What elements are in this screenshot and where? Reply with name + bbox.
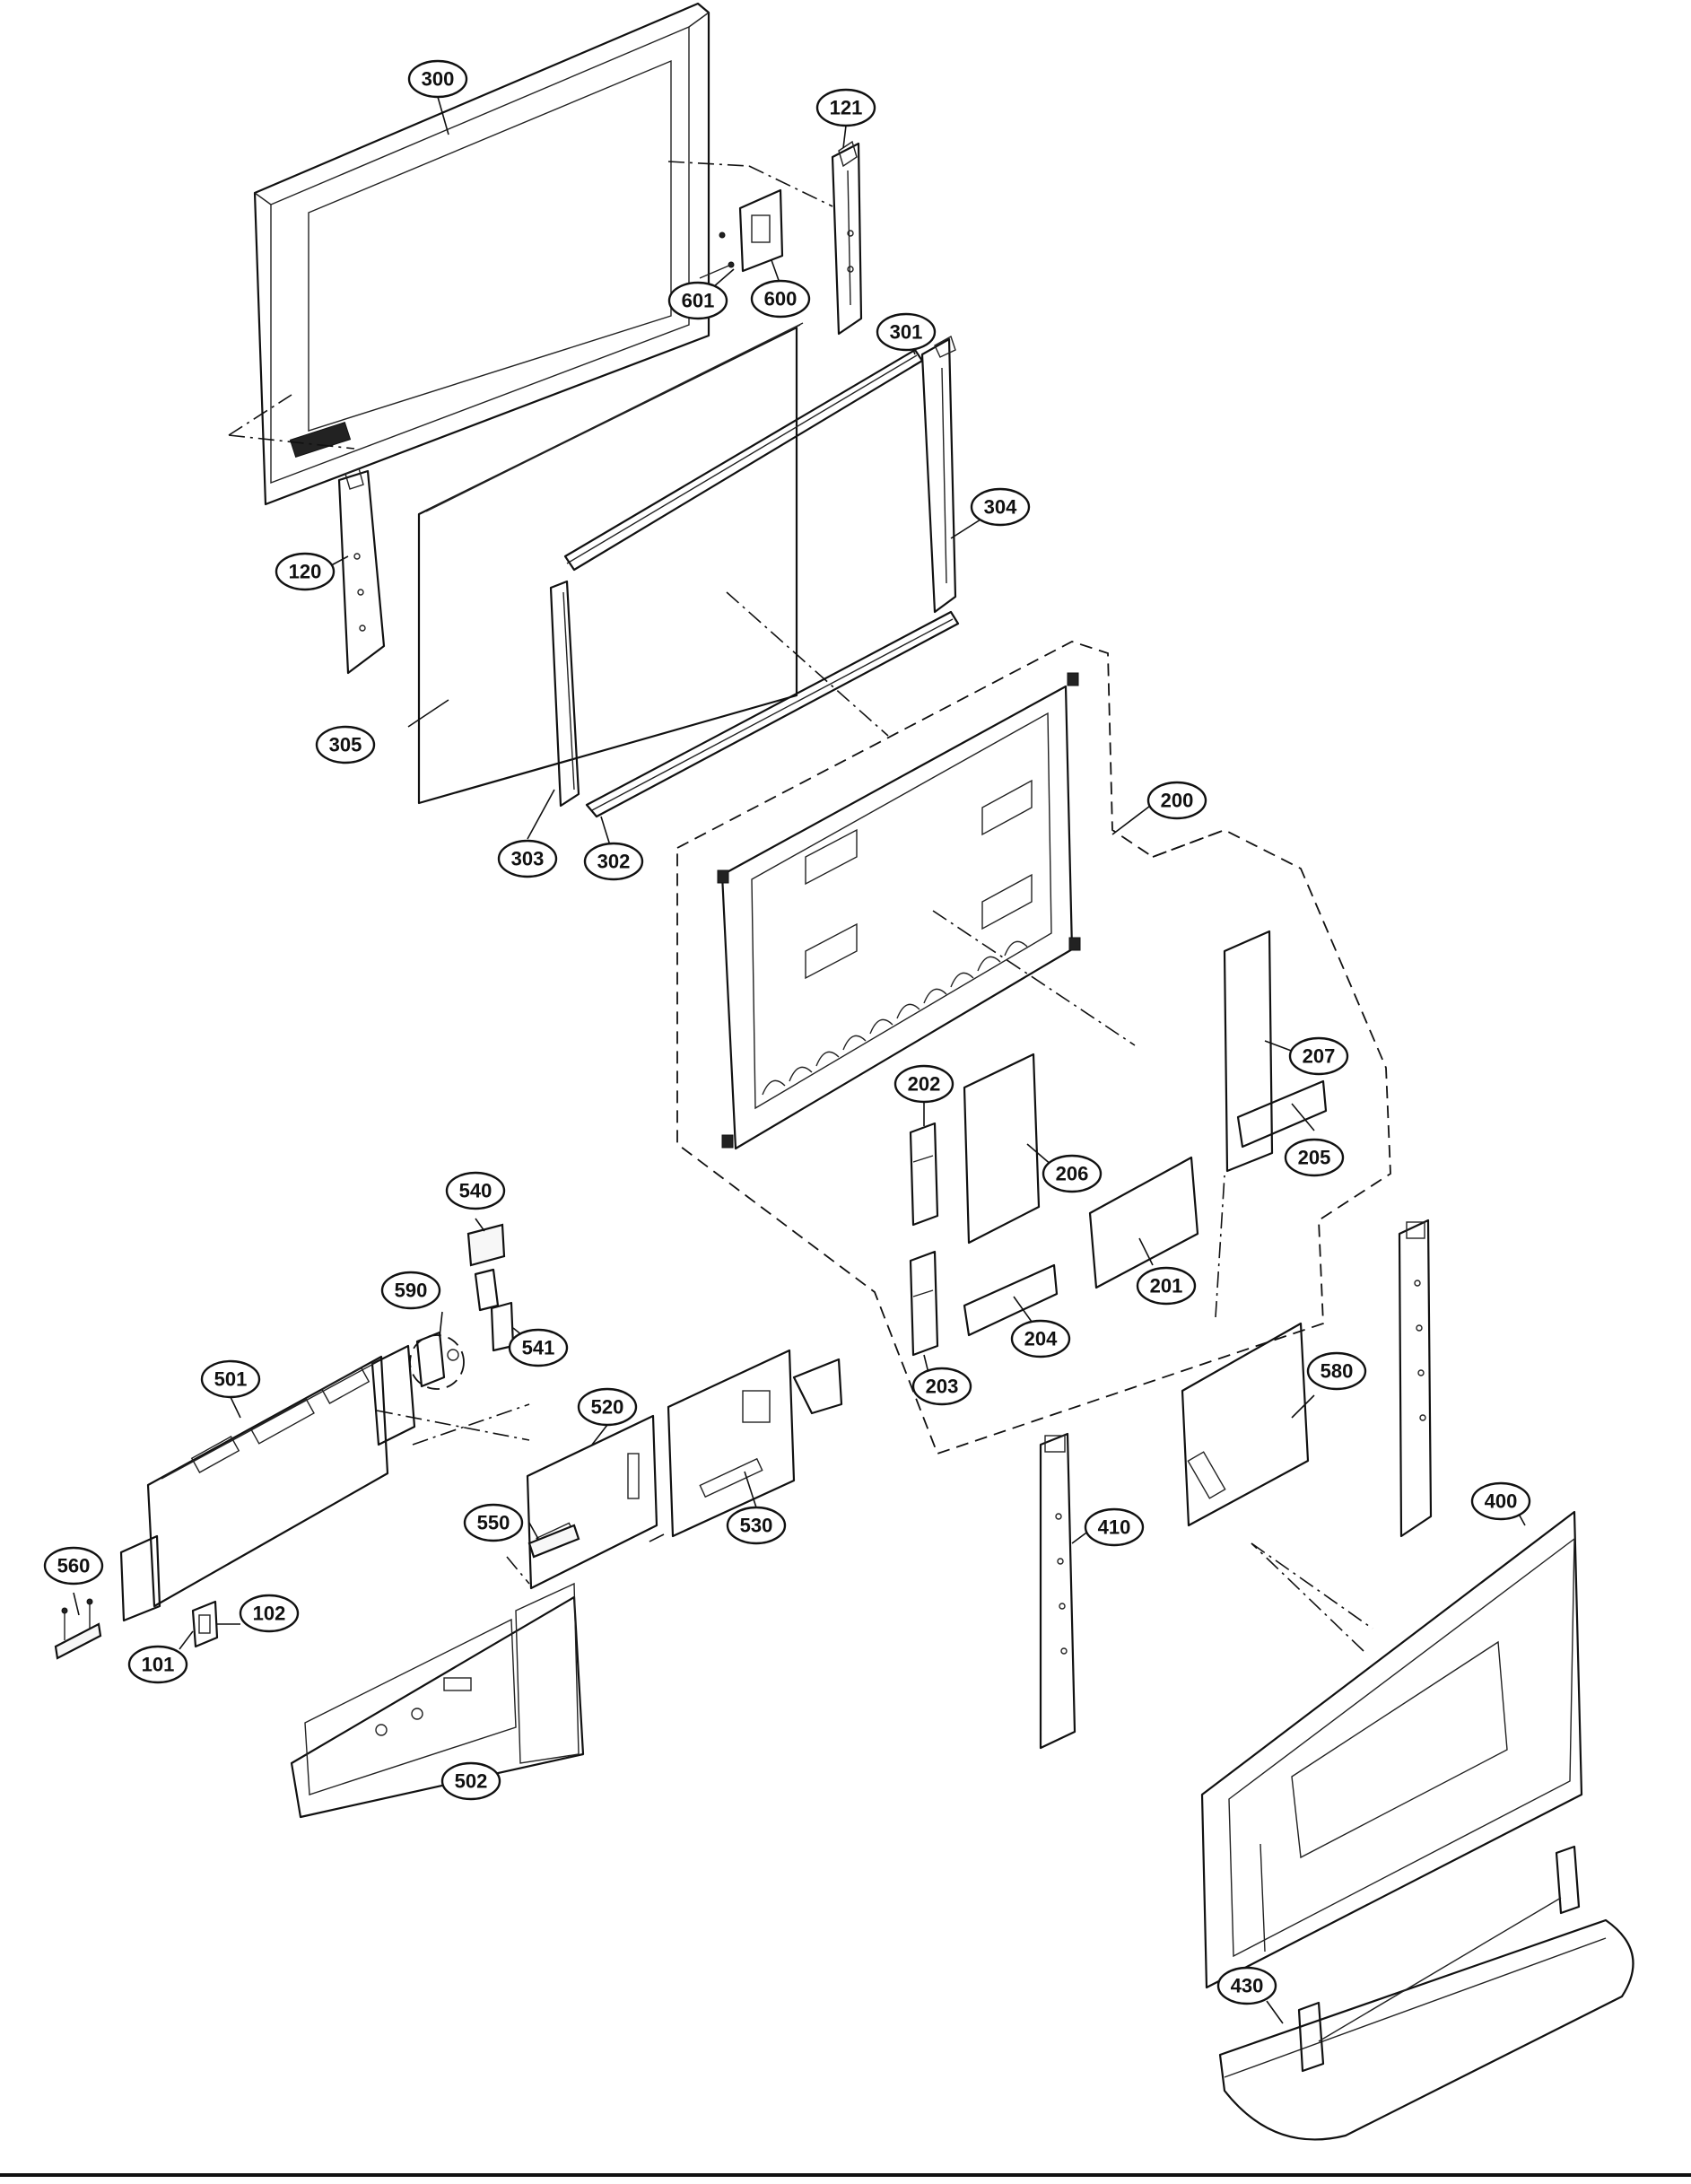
callout-304-label: 304: [984, 496, 1017, 519]
callout-120-label: 120: [289, 561, 322, 583]
part-550-part: [527, 1524, 580, 1559]
callout-601: 601: [667, 281, 728, 320]
callout-204: 204: [1010, 1319, 1071, 1358]
part-206-board: [963, 1053, 1059, 1245]
callout-502-label: 502: [455, 1770, 488, 1793]
callout-303-label: 303: [511, 848, 545, 870]
callout-560: 560: [43, 1546, 104, 1586]
callout-550: 550: [463, 1503, 524, 1542]
callout-601-label: 601: [682, 290, 715, 312]
callout-541: 541: [508, 1328, 569, 1367]
callout-540: 540: [445, 1171, 506, 1210]
part-121-right-bracket: [667, 140, 863, 336]
callout-410: 410: [1084, 1507, 1145, 1547]
callout-590-label: 590: [395, 1280, 428, 1302]
callout-550-label: 550: [477, 1512, 510, 1534]
callout-206: 206: [1042, 1154, 1103, 1193]
callout-580-label: 580: [1321, 1360, 1354, 1383]
callout-301: 301: [876, 312, 937, 352]
callout-207-label: 207: [1303, 1045, 1336, 1068]
part-400-rear-cover: [1200, 1510, 1583, 1989]
callout-120: 120: [275, 552, 336, 591]
callout-301-label: 301: [890, 321, 923, 344]
callout-580: 580: [1306, 1351, 1367, 1391]
callout-202-label: 202: [908, 1073, 941, 1096]
callout-430-label: 430: [1231, 1975, 1264, 1997]
part-101-102-parts: [191, 1600, 240, 1648]
part-120-left-bracket: [337, 467, 386, 675]
callout-201: 201: [1136, 1266, 1197, 1306]
part-501-main-board: [119, 1344, 530, 1622]
callout-305-label: 305: [329, 734, 362, 756]
part-530-board: [645, 1349, 843, 1544]
callout-560-label: 560: [57, 1555, 91, 1577]
callout-304: 304: [970, 487, 1031, 527]
callout-205: 205: [1284, 1138, 1345, 1177]
part-305-glass-panel: [407, 322, 804, 805]
callout-400-label: 400: [1485, 1490, 1518, 1513]
callout-206-label: 206: [1056, 1163, 1089, 1185]
callout-590: 590: [380, 1271, 441, 1310]
callout-300-label: 300: [422, 68, 455, 91]
callout-530-label: 530: [740, 1515, 773, 1537]
callout-102: 102: [239, 1594, 300, 1633]
callout-501-label: 501: [214, 1368, 248, 1391]
callout-200: 200: [1146, 781, 1207, 820]
part-200-chassis-group: [676, 641, 1391, 1455]
callout-600: 600: [750, 279, 811, 319]
callout-430: 430: [1216, 1966, 1277, 2005]
part-203-board: [909, 1250, 939, 1374]
callout-400: 400: [1470, 1481, 1531, 1521]
callout-501: 501: [200, 1359, 261, 1399]
callout-530: 530: [726, 1506, 787, 1545]
callout-520-label: 520: [591, 1396, 624, 1419]
part-580-board: [1181, 1175, 1373, 1629]
part-201-board: [1088, 1156, 1199, 1289]
part-200-chassis-frame: [717, 672, 1136, 1150]
callout-302-label: 302: [597, 851, 631, 873]
callout-305: 305: [315, 725, 376, 764]
callout-300: 300: [407, 59, 468, 99]
callout-202: 202: [893, 1064, 954, 1104]
callout-302: 302: [583, 842, 644, 881]
callout-101: 101: [127, 1645, 188, 1684]
part-302-bottom-rail: [585, 591, 960, 818]
part-520-board: [526, 1414, 658, 1590]
callout-101-label: 101: [142, 1654, 175, 1676]
callout-410-label: 410: [1098, 1516, 1131, 1539]
callout-203-label: 203: [926, 1376, 959, 1398]
callout-540-label: 540: [459, 1180, 492, 1202]
callout-541-label: 541: [522, 1337, 555, 1359]
callout-200-label: 200: [1161, 790, 1194, 812]
callout-121: 121: [815, 88, 876, 127]
part-205-board: [1236, 1079, 1328, 1149]
part-430-stand-base: [1218, 1845, 1634, 2141]
callout-121-label: 121: [830, 97, 863, 119]
part-301-top-rail: [563, 348, 924, 572]
callout-205-label: 205: [1298, 1147, 1331, 1169]
part-202-board: [909, 1122, 939, 1227]
callout-204-label: 204: [1024, 1328, 1058, 1350]
callout-502: 502: [440, 1761, 501, 1801]
callout-203: 203: [911, 1367, 972, 1406]
part-502-io-cover: [290, 1556, 585, 1819]
part-410-stand-bracket-right: [1398, 1219, 1433, 1538]
part-303-left-rail: [549, 580, 580, 808]
part-300-front-bezel: [228, 2, 710, 506]
callout-520: 520: [577, 1387, 638, 1427]
part-560-button-strip: [54, 1598, 102, 1660]
part-410-stand-bracket: [1039, 1432, 1076, 1750]
callout-102-label: 102: [253, 1603, 286, 1625]
part-304-right-rail: [920, 335, 957, 614]
part-207-board: [1223, 930, 1302, 1173]
callout-600-label: 600: [764, 288, 798, 310]
callout-201-label: 201: [1150, 1275, 1183, 1297]
callout-303: 303: [497, 839, 558, 878]
callout-207: 207: [1288, 1036, 1349, 1076]
part-600-601-switch-board: [699, 188, 784, 279]
